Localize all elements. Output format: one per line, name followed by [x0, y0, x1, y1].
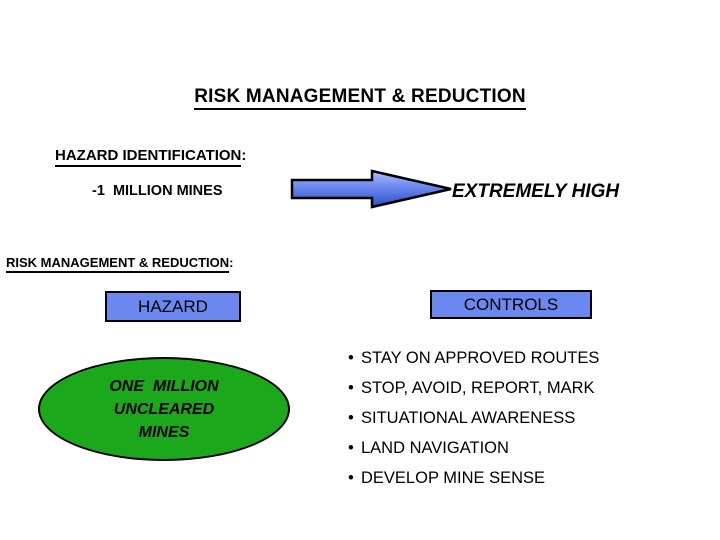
- controls-bullet-list: • STAY ON APPROVED ROUTES • STOP, AVOID, R…: [348, 343, 708, 493]
- bullet-glyph: •: [348, 349, 354, 367]
- bullet-glyph: •: [348, 469, 354, 487]
- risk-management-heading-text: RISK MANAGEMENT & REDUCTION: [6, 255, 230, 273]
- list-item: • LAND NAVIGATION: [348, 433, 708, 463]
- hazard-ellipse-line-1: ONE MILLION: [109, 377, 219, 395]
- slide-title: RISK MANAGEMENT & REDUCTION: [0, 86, 720, 110]
- bullet-glyph: •: [348, 379, 354, 397]
- risk-management-heading-colon: :: [229, 255, 234, 270]
- hazard-identification-heading-text: HAZARD IDENTIFICATION: [55, 147, 242, 167]
- list-item: • DEVELOP MINE SENSE: [348, 463, 708, 493]
- mines-count-label: -1 MILLION MINES: [92, 183, 223, 199]
- hazard-ellipse-line-3: MINES: [138, 423, 190, 441]
- bullet-glyph: •: [348, 409, 354, 427]
- list-item-label: LAND NAVIGATION: [361, 439, 509, 457]
- list-item-label: STAY ON APPROVED ROUTES: [361, 349, 600, 367]
- hazard-identification-heading: HAZARD IDENTIFICATION:: [55, 147, 247, 167]
- hazard-identification-heading-colon: :: [241, 147, 247, 164]
- list-item-label: STOP, AVOID, REPORT, MARK: [361, 379, 595, 397]
- list-item: • STOP, AVOID, REPORT, MARK: [348, 373, 708, 403]
- list-item: • SITUATIONAL AWARENESS: [348, 403, 708, 433]
- controls-column-header-box: CONTROLS: [430, 290, 592, 319]
- hazard-column-header-box: HAZARD: [105, 291, 241, 322]
- slide-title-text: RISK MANAGEMENT & REDUCTION: [194, 86, 526, 110]
- hazard-ellipse-line-2: UNCLEARED: [113, 400, 215, 418]
- extremely-high-label: EXTREMELY HIGH: [452, 181, 620, 202]
- risk-management-heading: RISK MANAGEMENT & REDUCTION:: [6, 255, 234, 273]
- bullet-glyph: •: [348, 439, 354, 457]
- list-item: • STAY ON APPROVED ROUTES: [348, 343, 708, 373]
- right-arrow-icon: [288, 166, 456, 212]
- list-item-label: DEVELOP MINE SENSE: [361, 469, 546, 487]
- list-item-label: SITUATIONAL AWARENESS: [361, 409, 576, 427]
- hazard-ellipse-shape: ONE MILLION UNCLEARED MINES: [38, 357, 290, 461]
